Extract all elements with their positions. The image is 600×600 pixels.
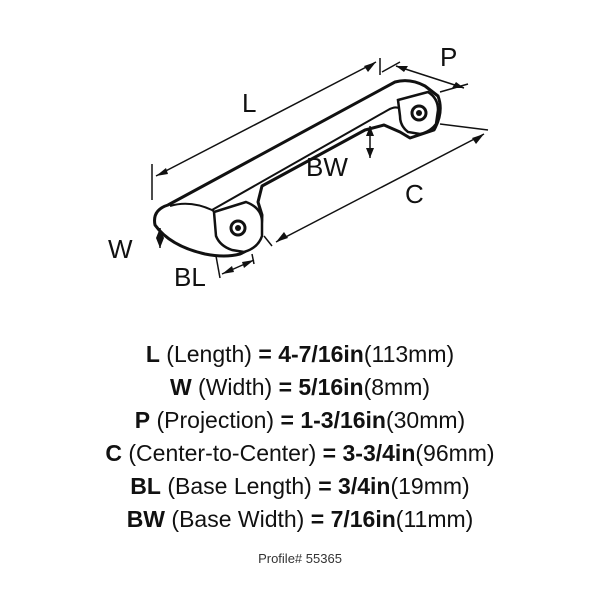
spec-name: (Width)	[198, 374, 273, 400]
profile-number: Profile# 55365	[258, 551, 342, 566]
label-P: P	[440, 42, 457, 72]
spec-equals: =	[280, 407, 294, 433]
spec-projection: P (Projection) = 1-3/16in(30mm)	[0, 404, 600, 437]
spec-imperial: 7/16in	[330, 506, 396, 532]
spec-imperial: 5/16in	[298, 374, 364, 400]
spec-width: W (Width) = 5/16in(8mm)	[0, 371, 600, 404]
spec-imperial: 4-7/16in	[278, 341, 364, 367]
spec-metric: (11mm)	[395, 506, 474, 532]
cabinet-pull-diagram: L P BW C W BL	[108, 42, 489, 292]
spec-equals: =	[278, 374, 292, 400]
spec-name: (Length)	[166, 341, 252, 367]
spec-key: BL	[130, 473, 161, 499]
right-screw-thread-icon	[416, 110, 422, 116]
spec-base-length: BL (Base Length) = 3/4in(19mm)	[0, 470, 600, 503]
spec-metric: (113mm)	[363, 341, 455, 367]
spec-name: (Projection)	[156, 407, 275, 433]
spec-key: W	[169, 374, 192, 400]
spec-name: (Center-to-Center)	[128, 440, 317, 466]
spec-key: C	[105, 440, 122, 466]
spec-key: L	[145, 341, 160, 367]
spec-name: (Base Length)	[167, 473, 312, 499]
left-screw-thread-icon	[235, 225, 241, 231]
spec-base-width: BW (Base Width) = 7/16in(11mm)	[0, 503, 600, 536]
label-W: W	[108, 234, 133, 264]
spec-key: P	[134, 407, 151, 433]
spec-imperial: 3/4in	[338, 473, 391, 499]
spec-imperial: 1-3/16in	[300, 407, 386, 433]
spec-metric: (8mm)	[363, 374, 431, 400]
spec-metric: (30mm)	[385, 407, 466, 433]
spec-equals: =	[322, 440, 337, 466]
dimension-spec-list: L (Length) = 4-7/16in(113mm) W (Width) =…	[0, 338, 600, 536]
spec-equals: =	[310, 506, 325, 532]
spec-length: L (Length) = 4-7/16in(113mm)	[0, 338, 600, 371]
handle-bar-underside	[169, 202, 233, 225]
label-BW: BW	[306, 152, 348, 182]
spec-equals: =	[258, 341, 272, 367]
label-L: L	[242, 88, 256, 118]
spec-equals: =	[318, 473, 332, 499]
spec-imperial: 3-3/4in	[342, 440, 416, 466]
spec-metric: (19mm)	[390, 473, 470, 499]
dimension-arrowheads	[156, 62, 484, 274]
spec-metric: (96mm)	[415, 440, 495, 466]
spec-key: BW	[126, 506, 166, 532]
label-C: C	[405, 179, 424, 209]
spec-center-to-center: C (Center-to-Center) = 3-3/4in(96mm)	[0, 437, 600, 470]
label-BL: BL	[174, 262, 206, 292]
spec-name: (Base Width)	[171, 506, 305, 532]
